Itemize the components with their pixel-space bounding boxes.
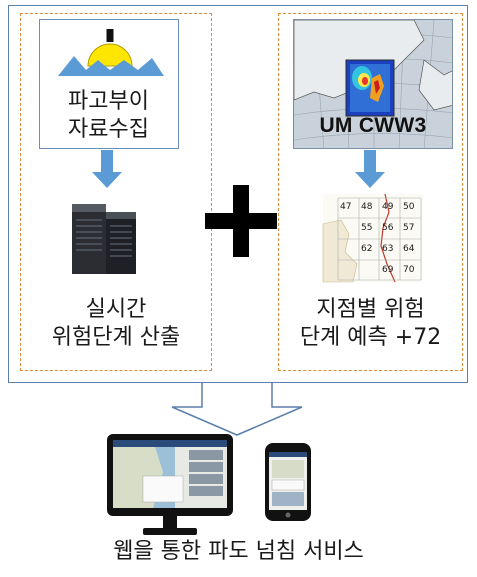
- grid-cell-label: 50: [403, 202, 415, 212]
- merge-arrow-icon: [171, 383, 303, 436]
- grid-cell-label: 69: [382, 265, 394, 275]
- right-panel: [278, 13, 463, 371]
- server-icon: [72, 204, 136, 274]
- down-arrow-icon: [92, 150, 122, 188]
- server-label-line1: 실시간: [85, 297, 147, 322]
- grid-cell-label: 57: [403, 223, 415, 233]
- grid-cell-label: 62: [361, 244, 373, 254]
- outer-frame: [8, 5, 468, 383]
- grid-cell-label: 64: [403, 244, 415, 254]
- map-image: [294, 20, 452, 148]
- smartphone-icon: [265, 443, 311, 521]
- buoy-label-line2: 자료수집: [68, 117, 149, 142]
- model-title: UM CWW3: [319, 114, 427, 137]
- grid-cell-label: 49: [382, 202, 394, 212]
- grid-label-line1: 지점별 위험: [316, 297, 425, 322]
- down-arrow-icon: [355, 150, 385, 188]
- server-label-line2: 위험단계 산출: [51, 325, 181, 350]
- grid-cell-label: 70: [403, 265, 415, 275]
- grid-cell-label: 56: [382, 223, 394, 233]
- left-panel: [20, 13, 212, 371]
- plus-sign: [205, 185, 277, 257]
- grid-cell-label: 47: [340, 202, 352, 212]
- grid-cell-label: 63: [382, 244, 394, 254]
- forecast-grid-map: 47 48 49 50 55 56 57 62 63 64 69 70: [322, 193, 423, 283]
- wave-buoy-box: 파고부이 자료수집: [39, 19, 179, 149]
- grid-label-line2: 단계 예측 +72: [299, 325, 442, 350]
- monitor-icon: [107, 434, 233, 535]
- buoy-label-line1: 파고부이: [68, 89, 149, 114]
- model-map: [293, 19, 453, 149]
- wave-buoy-icon: [58, 29, 164, 76]
- service-caption: 웹을 통한 파도 넘침 서비스: [113, 539, 364, 564]
- coastline-map: [322, 193, 423, 283]
- grid-cell-label: 48: [361, 202, 373, 212]
- grid-cell-label: 55: [361, 223, 373, 233]
